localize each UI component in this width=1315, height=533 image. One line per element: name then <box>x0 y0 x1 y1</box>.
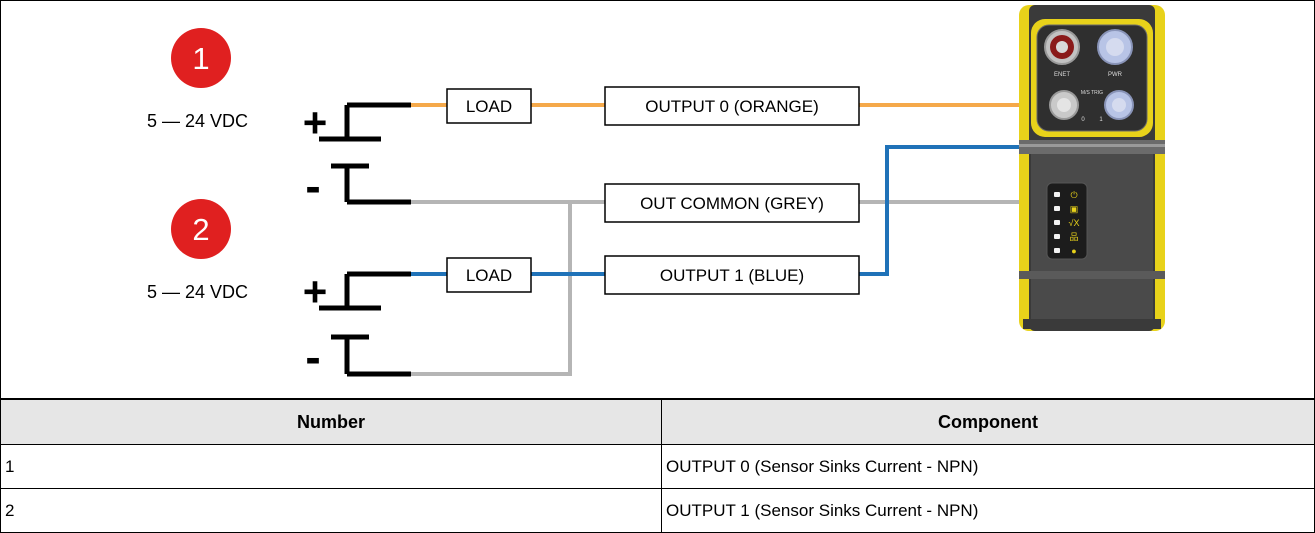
pwr-label: PWR <box>1108 72 1123 78</box>
output-1-label: OUTPUT 1 (BLUE) <box>660 266 804 285</box>
output-1-box <box>604 255 860 295</box>
minus-sign-1: - <box>305 160 320 212</box>
battery-symbol-1 <box>319 102 411 205</box>
header-component: Component <box>661 399 1314 445</box>
pass-fail-icon: √X <box>1069 218 1080 228</box>
status-led <box>1054 248 1060 253</box>
callout-badge-1 <box>171 28 231 88</box>
status-led <box>1054 234 1060 239</box>
sensor-device: ENET PWR M/S TRIG 0 1 ⏻ ▣ √X 品 ● <box>1019 5 1165 331</box>
enet-label: ENET <box>1054 72 1070 78</box>
cell-component: OUTPUT 1 (Sensor Sinks Current - NPN) <box>661 488 1314 532</box>
legend-table: Number Component 1 OUTPUT 0 (Sensor Sink… <box>1 399 1314 532</box>
load-box-2 <box>446 257 532 293</box>
status-led <box>1054 220 1060 225</box>
minus-sign-2: - <box>305 331 320 383</box>
warning-icon: ● <box>1071 246 1076 256</box>
trig-label: M/S TRIG <box>1081 90 1103 96</box>
plus-sign-1: + <box>303 99 328 146</box>
voltage-label-1: 5 — 24 VDC <box>147 111 248 131</box>
status-led <box>1054 206 1060 211</box>
load-box-1 <box>446 88 532 124</box>
cell-number: 1 <box>1 444 662 489</box>
load-box-2-label: LOAD <box>466 266 512 285</box>
cell-component: OUTPUT 0 (Sensor Sinks Current - NPN) <box>661 444 1314 489</box>
callout-badge-2-number: 2 <box>192 212 209 247</box>
status-led <box>1054 192 1060 197</box>
callout-badge-2 <box>171 199 231 259</box>
callout-badge-1-number: 1 <box>192 41 209 76</box>
load-box-1-label: LOAD <box>466 97 512 116</box>
out-common-label: OUT COMMON (GREY) <box>640 194 824 213</box>
wiring-diagram: 1 5 — 24 VDC + - 2 5 — 24 VDC + - LOAD O… <box>1 1 1314 399</box>
output-0-box <box>604 86 860 126</box>
port-1-label: 1 <box>1099 117 1103 123</box>
table-header-row: Number Component <box>1 399 1314 445</box>
battery-symbol-2 <box>319 271 411 377</box>
out-common-box <box>604 183 860 223</box>
table-row: 1 OUTPUT 0 (Sensor Sinks Current - NPN) <box>1 444 1314 489</box>
led-panel <box>1046 182 1088 260</box>
network-icon: 品 <box>1069 232 1078 242</box>
port-0-label: 0 <box>1081 117 1085 123</box>
table-row: 2 OUTPUT 1 (Sensor Sinks Current - NPN) <box>1 488 1314 532</box>
plus-sign-2: + <box>303 268 328 315</box>
header-number: Number <box>1 399 662 445</box>
power-icon: ⏻ <box>1070 190 1077 200</box>
cell-number: 2 <box>1 488 662 532</box>
blue-wire <box>859 145 1019 276</box>
trigger-icon: ▣ <box>1070 204 1079 214</box>
voltage-label-2: 5 — 24 VDC <box>147 282 248 302</box>
output-0-label: OUTPUT 0 (ORANGE) <box>645 97 818 116</box>
grey-wire <box>411 202 572 376</box>
